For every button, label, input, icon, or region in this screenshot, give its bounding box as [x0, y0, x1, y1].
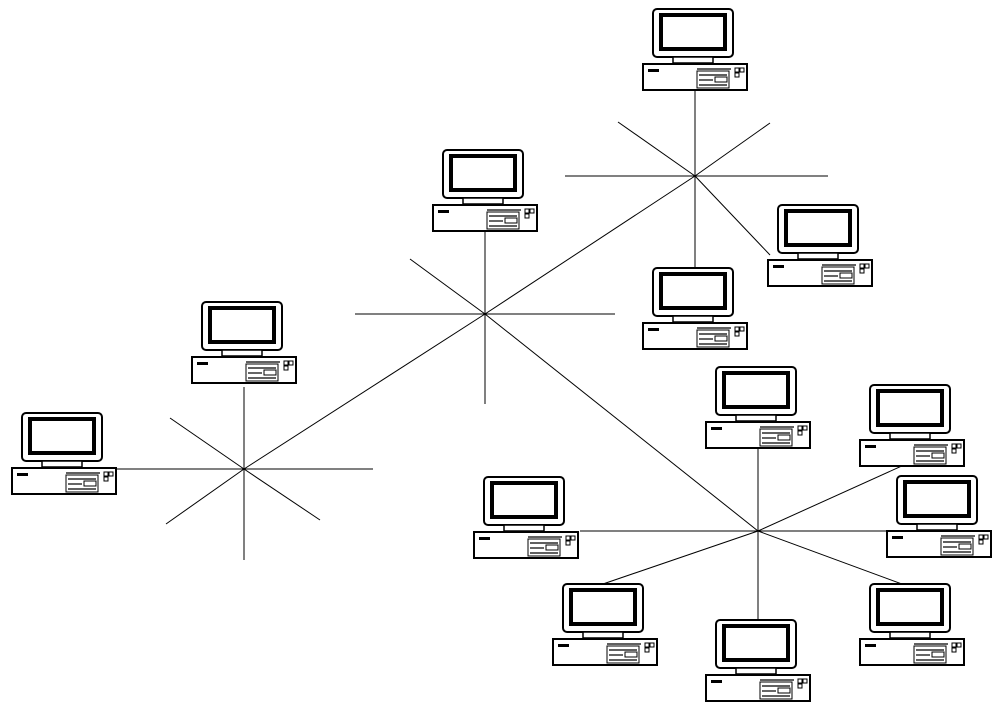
hub-d-spoke-sw — [599, 530, 759, 586]
desktop-computer-icon — [766, 203, 874, 288]
hub-b-spoke-nw — [409, 258, 486, 315]
desktop-computer-icon — [10, 411, 118, 496]
hub-c-spoke-ne — [694, 122, 771, 177]
desktop-computer-icon — [641, 266, 749, 351]
hub-a-spoke-sw — [165, 468, 245, 525]
desktop-computer-icon — [858, 383, 966, 468]
desktop-computer-icon — [641, 7, 749, 92]
hub-a-spoke-se — [243, 468, 321, 521]
hub-c — [565, 82, 828, 270]
hub-b-spoke-se — [484, 313, 759, 532]
desktop-computer-icon — [858, 582, 966, 667]
hub-d — [580, 441, 916, 622]
hub-a — [114, 313, 486, 560]
desktop-computer-icon — [431, 148, 539, 233]
hub-b-spoke-ne — [484, 175, 696, 315]
hub-a-spoke-ne — [243, 313, 486, 470]
hub-c-spoke-nw — [617, 121, 696, 177]
hub-d-spoke-ne — [757, 459, 916, 532]
desktop-computer-icon — [472, 475, 580, 560]
desktop-computer-icon — [704, 618, 812, 703]
hub-d-spoke-se — [757, 530, 911, 588]
desktop-computer-icon — [885, 474, 993, 559]
hub-c-spoke-se — [694, 175, 771, 256]
desktop-computer-icon — [704, 365, 812, 450]
hub-a-spoke-nw — [169, 417, 245, 470]
desktop-computer-icon — [190, 300, 298, 385]
desktop-computer-icon — [551, 582, 659, 667]
hub-b — [355, 175, 759, 532]
